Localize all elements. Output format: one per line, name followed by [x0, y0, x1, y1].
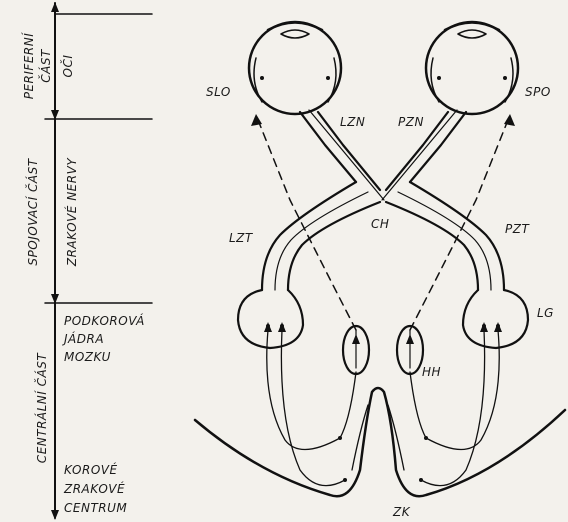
subcortical-line1: PODKOROVÁ — [64, 313, 145, 328]
peripheral-line3: OČI — [60, 55, 75, 78]
label-slo: SLO — [206, 85, 231, 99]
structure-labels: SLO SPO LZN PZN CH LZT PZT LG HH ZK — [206, 85, 554, 519]
connecting-line1: SPOJOVACÍ ČÁST — [25, 157, 40, 265]
cortical-center-label: KOROVÉ ZRAKOVÉ CENTRUM — [63, 462, 127, 515]
peripheral-line2: ČÁST — [38, 48, 53, 83]
optic-nerves — [300, 110, 466, 200]
left-lateral-geniculate — [238, 290, 303, 348]
cortical-line3: CENTRUM — [64, 501, 127, 515]
label-lzn: LZN — [340, 115, 365, 129]
label-spo: SPO — [525, 85, 551, 99]
optic-radiations — [264, 322, 502, 486]
right-eye — [426, 22, 518, 114]
scale-bottom-arrow — [51, 510, 59, 520]
label-pzn: PZN — [398, 115, 424, 129]
label-hh: HH — [422, 365, 441, 379]
cortical-line1: KOROVÉ — [64, 462, 118, 477]
section-central: CENTRÁLNÍ ČÁST — [34, 352, 49, 464]
section-peripheral: PERIFERNÍ ČÁST OČI — [21, 32, 75, 99]
scale-top-arrow — [51, 2, 59, 12]
label-pzt: PZT — [505, 222, 530, 236]
section-scale — [45, 2, 152, 520]
subcortical-line2: JÁDRA — [62, 331, 104, 346]
section-connecting: SPOJOVACÍ ČÁST ZRAKOVÉ NERVY — [25, 157, 79, 267]
label-zk: ZK — [392, 505, 411, 519]
subcortical-line3: MOZKU — [64, 350, 111, 364]
colliculi — [343, 326, 423, 374]
label-lg: LG — [537, 306, 554, 320]
visual-cortex-outline — [195, 388, 565, 496]
label-ch: CH — [371, 217, 389, 231]
connecting-line2: ZRAKOVÉ NERVY — [64, 157, 79, 267]
left-eye — [249, 22, 341, 114]
label-lzt: LZT — [229, 231, 254, 245]
cortical-line2: ZRAKOVÉ — [63, 481, 125, 496]
peripheral-line1: PERIFERNÍ — [21, 32, 36, 99]
right-lateral-geniculate — [463, 290, 528, 348]
subcortical-nuclei-label: PODKOROVÁ JÁDRA MOZKU — [62, 313, 145, 364]
central-line1: CENTRÁLNÍ ČÁST — [34, 352, 49, 464]
